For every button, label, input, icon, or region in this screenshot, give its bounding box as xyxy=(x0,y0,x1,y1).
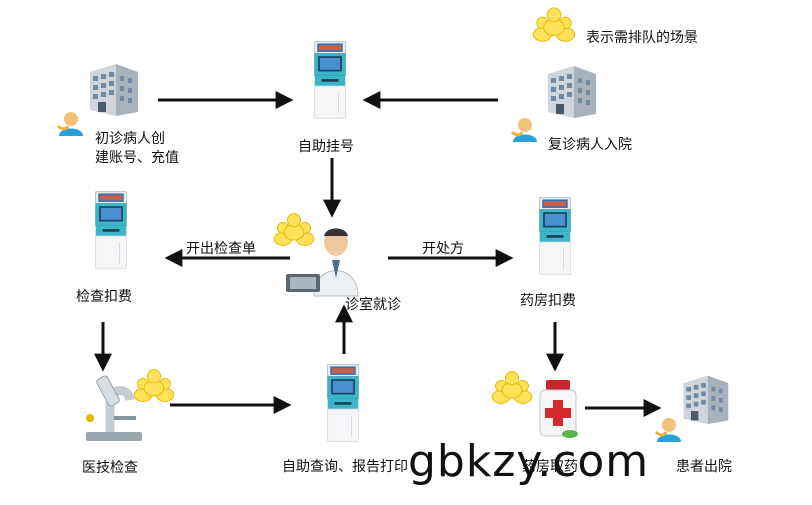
kiosk-icon xyxy=(313,40,347,120)
node-medical-exam: 医技检查 xyxy=(82,460,138,476)
node-exam-payment: 检查扣费 xyxy=(76,289,132,305)
legend-text: 表示需排队的场景 xyxy=(586,30,698,46)
kiosk-icon xyxy=(326,358,360,448)
medicine-bottle-icon xyxy=(539,380,578,438)
kiosk-icon xyxy=(94,190,128,270)
hospital-building-icon xyxy=(676,370,732,426)
node-pharmacy-pickup: 药房取药 xyxy=(522,459,578,475)
user-icon xyxy=(510,114,540,144)
watermark-text: gbkzy.com xyxy=(408,436,650,487)
node-returning-patient: 复诊病人入院 xyxy=(548,137,632,153)
kiosk-icon xyxy=(538,196,572,276)
user-icon xyxy=(654,414,684,444)
hospital-building-icon xyxy=(540,60,600,120)
user-icon xyxy=(56,108,86,138)
edge-prescribe: 开处方 xyxy=(422,241,464,257)
doctor-icon xyxy=(286,228,359,297)
node-query-print: 自助查询、报告打印 xyxy=(282,459,408,475)
node-new-patient: 初诊病人创 建账号、充值 xyxy=(95,131,179,166)
node-self-register: 自助挂号 xyxy=(298,139,354,155)
crowd-icon xyxy=(490,368,534,406)
node-clinic-visit: 诊室就诊 xyxy=(345,297,401,313)
crowd-icon xyxy=(531,4,577,44)
hospital-building-icon xyxy=(82,58,142,118)
node-pharmacy-payment: 药房扣费 xyxy=(520,293,576,309)
crowd-icon xyxy=(132,366,176,404)
microscope-icon xyxy=(86,375,142,441)
node-discharge: 患者出院 xyxy=(676,459,732,475)
edge-open-exam-order: 开出检查单 xyxy=(186,241,256,257)
